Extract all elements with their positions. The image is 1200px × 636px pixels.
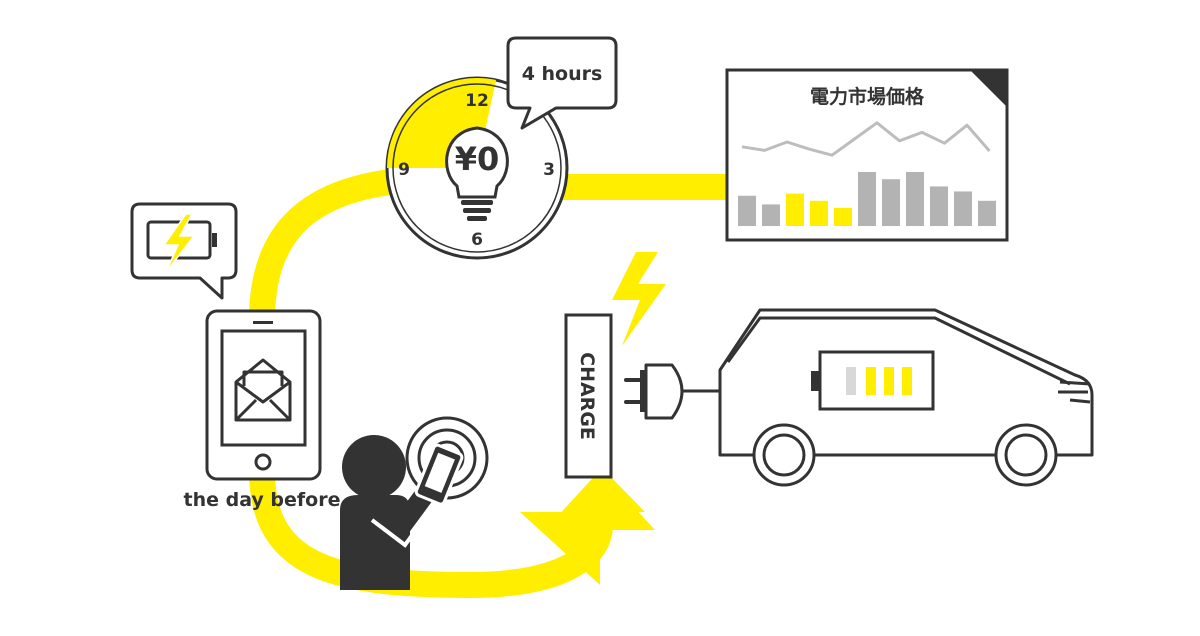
timer-bubble: 4 hours	[506, 36, 618, 130]
chart-bar	[786, 193, 804, 226]
battery-charging-icon	[146, 213, 217, 273]
charge-label: CHARGE	[576, 352, 598, 440]
person-icon	[340, 416, 489, 590]
chart-title: 電力市場価格	[810, 85, 925, 108]
car-battery-icon	[811, 350, 935, 411]
power-plug-icon	[624, 363, 720, 420]
chart-bar	[858, 172, 876, 226]
alarm-clock-icon: 12 3 6 9 ¥0	[385, 76, 569, 260]
lightning-bolt-icon	[612, 252, 666, 346]
flow-path-left-arc	[249, 167, 411, 321]
clock-label-9: 9	[398, 160, 410, 180]
chart-bar	[930, 186, 948, 226]
timer-bubble-label: 4 hours	[522, 63, 603, 85]
day-before-label: the day before	[183, 489, 340, 511]
envelope-icon	[234, 358, 292, 422]
clock-label-3: 3	[543, 160, 555, 180]
market-price-chart: 電力市場価格	[725, 68, 1009, 242]
chart-bars	[738, 172, 996, 226]
chart-bar	[882, 179, 900, 226]
price-label: ¥0	[455, 140, 500, 178]
chart-bar	[954, 191, 972, 226]
chart-price-line	[741, 121, 991, 157]
chart-bar	[762, 204, 780, 226]
flow-arrow-tip	[545, 470, 655, 530]
clock-label-12: 12	[465, 91, 489, 111]
chart-bar	[834, 208, 852, 226]
charge-station: CHARGE	[564, 313, 613, 479]
handheld-phone-icon	[414, 443, 464, 506]
electric-car-icon	[718, 308, 1094, 487]
smartphone-icon	[205, 309, 322, 481]
light-bulb-icon	[445, 126, 509, 221]
chart-bar	[906, 172, 924, 226]
clock-label-6: 6	[471, 230, 483, 250]
chart-bar	[738, 195, 756, 226]
battery-bubble	[130, 202, 238, 300]
chart-bar	[810, 200, 828, 226]
chart-bar	[978, 200, 996, 226]
